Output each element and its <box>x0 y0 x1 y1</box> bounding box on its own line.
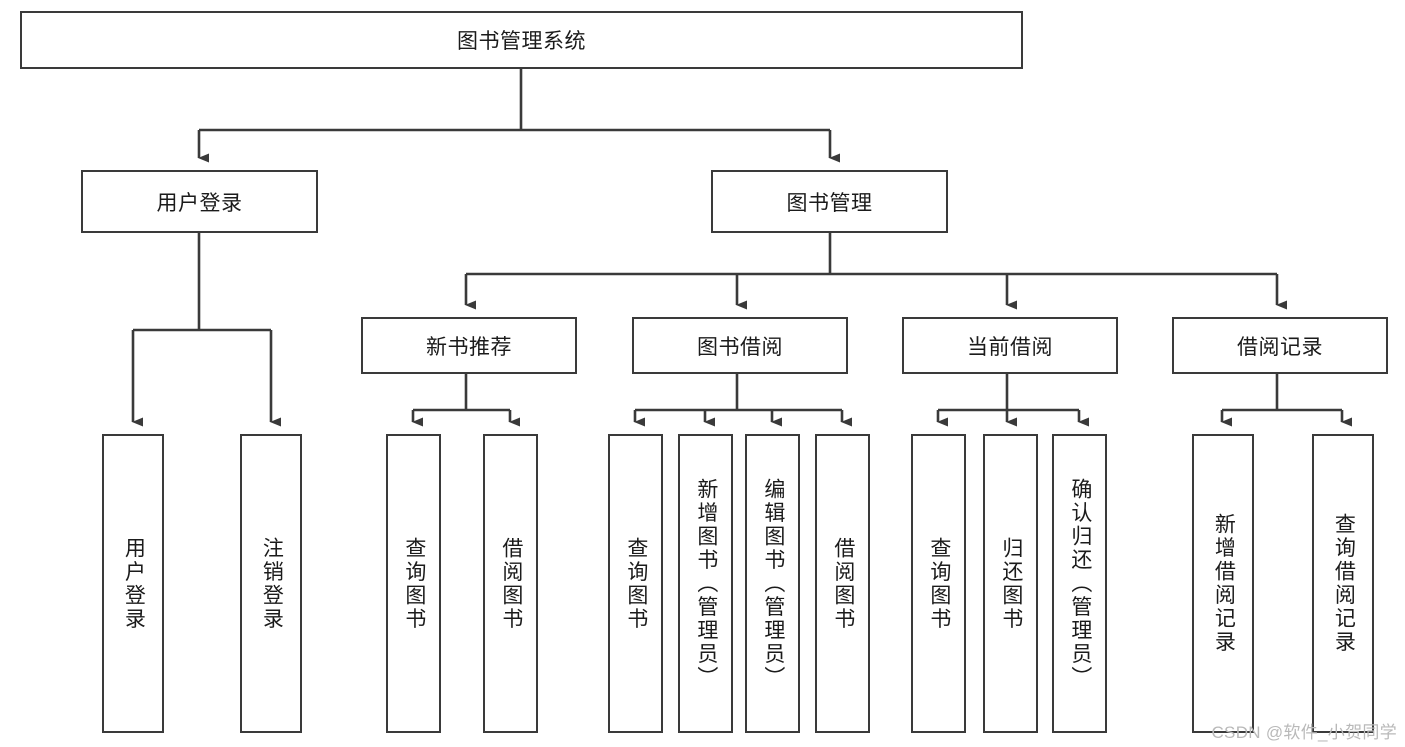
node-label: 确认归还（管理员） <box>1068 477 1092 690</box>
node-label: 图书借阅 <box>697 335 783 359</box>
node-label: 编辑图书（管理员） <box>761 477 785 690</box>
node-leaf-edit-book-admin[interactable]: 编辑图书（管理员） <box>745 434 800 733</box>
node-label: 新书推荐 <box>426 335 512 359</box>
node-leaf-add-book-admin[interactable]: 新增图书（管理员） <box>678 434 733 733</box>
node-leaf-user-logout[interactable]: 注销登录 <box>240 434 302 733</box>
node-book-management[interactable]: 图书管理 <box>711 170 948 233</box>
node-new-book-recommend[interactable]: 新书推荐 <box>361 317 577 374</box>
node-leaf-borrow-book-recommend[interactable]: 借阅图书 <box>483 434 538 733</box>
node-label: 查询图书 <box>402 536 426 631</box>
node-leaf-query-book-borrow[interactable]: 查询图书 <box>608 434 663 733</box>
node-label: 归还图书 <box>999 536 1023 631</box>
node-root-book-management-system[interactable]: 图书管理系统 <box>20 11 1023 69</box>
node-leaf-query-book-recommend[interactable]: 查询图书 <box>386 434 441 733</box>
node-label: 查询图书 <box>624 536 648 631</box>
node-borrow-records[interactable]: 借阅记录 <box>1172 317 1388 374</box>
node-leaf-user-login[interactable]: 用户登录 <box>102 434 164 733</box>
node-label: 注销登录 <box>260 536 284 631</box>
node-label: 用户登录 <box>122 536 146 631</box>
node-current-borrow[interactable]: 当前借阅 <box>902 317 1118 374</box>
node-user-login[interactable]: 用户登录 <box>81 170 318 233</box>
node-book-borrow[interactable]: 图书借阅 <box>632 317 848 374</box>
node-leaf-borrow-book-borrow[interactable]: 借阅图书 <box>815 434 870 733</box>
node-label: 借阅图书 <box>499 536 523 631</box>
node-label: 借阅记录 <box>1237 335 1323 359</box>
node-label: 当前借阅 <box>967 335 1053 359</box>
node-label: 查询借阅记录 <box>1332 513 1356 654</box>
node-label: 用户登录 <box>156 191 243 215</box>
node-leaf-query-book-current[interactable]: 查询图书 <box>911 434 966 733</box>
node-leaf-confirm-return-admin[interactable]: 确认归还（管理员） <box>1052 434 1107 733</box>
node-leaf-add-borrow-record[interactable]: 新增借阅记录 <box>1192 434 1254 733</box>
node-label: 查询图书 <box>927 536 951 631</box>
node-leaf-query-borrow-record[interactable]: 查询借阅记录 <box>1312 434 1374 733</box>
node-label: 图书管理系统 <box>457 30 586 53</box>
node-label: 图书管理 <box>786 191 873 215</box>
node-label: 借阅图书 <box>831 536 855 631</box>
node-label: 新增图书（管理员） <box>694 477 718 690</box>
node-leaf-return-book-current[interactable]: 归还图书 <box>983 434 1038 733</box>
watermark: CSDN @软件_小贺同学 <box>1211 723 1397 742</box>
node-label: 新增借阅记录 <box>1212 513 1236 654</box>
